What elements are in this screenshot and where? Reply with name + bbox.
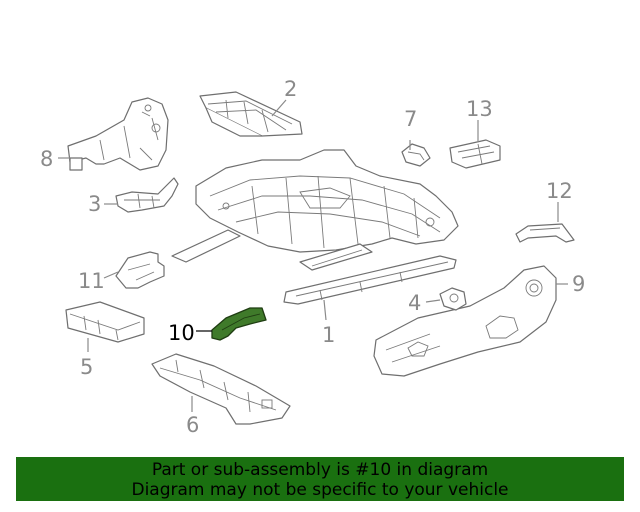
callout-10: 10 xyxy=(168,321,195,345)
callout-4: 4 xyxy=(408,291,421,315)
part-3-bracket xyxy=(115,177,179,213)
parts-diagram: 1 2 3 4 5 6 7 8 9 10 11 12 13 xyxy=(40,77,585,437)
callout-1: 1 xyxy=(322,323,335,347)
part-8-side-cover xyxy=(67,97,169,171)
leader-lines xyxy=(58,99,568,412)
part-6-adjuster xyxy=(151,353,291,425)
part-5-module xyxy=(65,301,145,343)
callout-13: 13 xyxy=(466,97,493,121)
callout-3: 3 xyxy=(88,192,101,216)
callout-7: 7 xyxy=(404,107,417,131)
callout-9: 9 xyxy=(572,272,585,296)
callout-5: 5 xyxy=(80,355,93,379)
callout-6: 6 xyxy=(186,413,199,437)
disclaimer-banner: Part or sub-assembly is #10 in diagram D… xyxy=(16,457,624,501)
callout-8: 8 xyxy=(40,147,53,171)
banner-line-1: Part or sub-assembly is #10 in diagram xyxy=(151,460,489,480)
part-7-switch xyxy=(401,143,431,167)
part-9-side-shield xyxy=(373,265,557,377)
banner-line-2: Diagram may not be specific to your vehi… xyxy=(131,480,509,500)
part-13-switch-assembly xyxy=(449,139,501,169)
callout-11: 11 xyxy=(78,269,105,293)
callout-12: 12 xyxy=(546,179,573,203)
part-2-cushion-pad xyxy=(199,91,303,137)
part-10-handle-highlighted xyxy=(211,307,267,341)
seat-frame xyxy=(171,149,459,305)
part-12-cover xyxy=(515,223,575,243)
callout-2: 2 xyxy=(284,77,297,101)
callout-labels: 1 2 3 4 5 6 7 8 9 10 11 12 13 xyxy=(40,77,585,437)
part-4-knob xyxy=(439,287,467,311)
part-11-bezel xyxy=(115,251,165,289)
